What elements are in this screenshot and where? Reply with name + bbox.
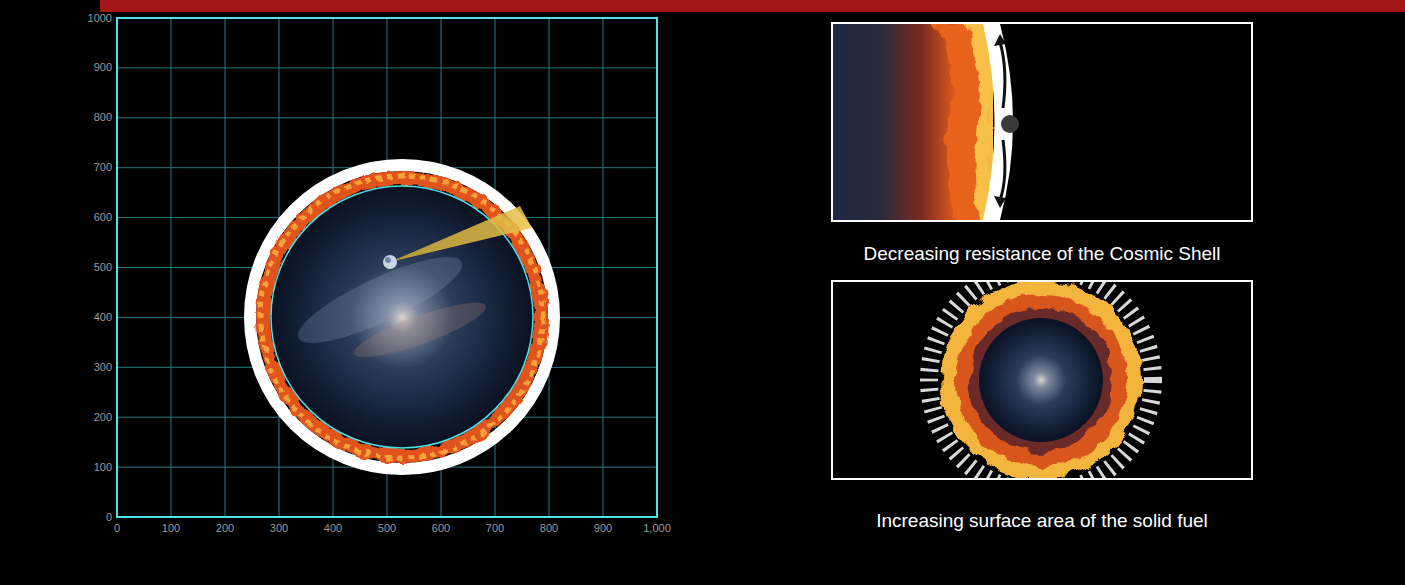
panel-caption: Increasing surface area of the solid fue… <box>876 509 1208 533</box>
top-bar <box>100 0 1405 12</box>
x-axis-label: 200 <box>216 522 234 535</box>
plot-frame <box>117 18 657 517</box>
grid <box>117 18 657 517</box>
panel-caption: Decreasing resistance of the Cosmic Shel… <box>864 242 1221 266</box>
cosmic-sphere <box>250 165 554 469</box>
y-axis-label: 300 <box>94 361 112 374</box>
x-axis-label: 100 <box>162 522 180 535</box>
y-axis-label: 900 <box>94 61 112 74</box>
y-axis-label: 200 <box>94 411 112 424</box>
panel-frame: Increasing surface area of the solid fue… <box>831 280 1253 480</box>
fuel-illustration <box>929 282 1153 478</box>
x-axis-label: 300 <box>270 522 288 535</box>
x-axis-label: 400 <box>324 522 342 535</box>
x-axis-label: 600 <box>432 522 450 535</box>
y-axis-label: 100 <box>94 461 112 474</box>
x-axis-label: 1,000 <box>643 522 671 535</box>
y-axis-label: 1000 <box>88 12 112 25</box>
y-axis-label: 0 <box>106 511 112 524</box>
y-axis-label: 800 <box>94 111 112 124</box>
panel-frame: Decreasing resistance of the Cosmic Shel… <box>831 22 1253 222</box>
x-axis-label: 800 <box>540 522 558 535</box>
y-axis-label: 500 <box>94 261 112 274</box>
x-axis-label: 500 <box>378 522 396 535</box>
shell-illustration <box>833 24 1019 220</box>
x-axis-label: 0 <box>114 522 120 535</box>
x-axis-label: 700 <box>486 522 504 535</box>
y-axis-label: 700 <box>94 161 112 174</box>
x-axis-label: 900 <box>594 522 612 535</box>
y-axis-label: 400 <box>94 311 112 324</box>
y-axis-label: 600 <box>94 211 112 224</box>
